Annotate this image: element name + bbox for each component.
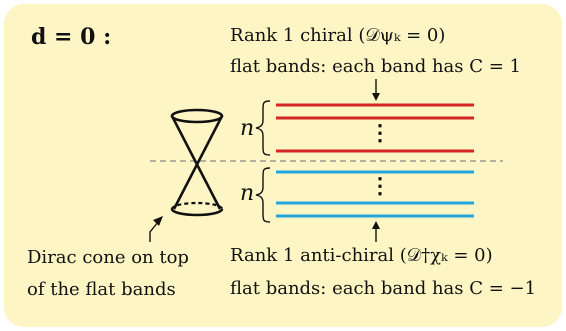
- lower-count-label: n: [240, 181, 255, 206]
- cone-arrow-head: [153, 216, 163, 226]
- dirac-cone-icon: [170, 108, 224, 217]
- cone-arrow: [149, 221, 159, 242]
- bottom-arrow-head: [372, 221, 380, 229]
- upper-ellipsis: ⋮: [369, 120, 391, 146]
- diagram-title: d = 0 :: [31, 24, 112, 50]
- cone-label-line2: of the flat bands: [27, 279, 176, 300]
- upper-brace: [255, 100, 271, 156]
- upper-count-label: n: [240, 116, 255, 141]
- lower-ellipsis: ⋮: [369, 173, 391, 199]
- top-label-line1: Rank 1 chiral (𝒟ψₖ = 0): [230, 25, 446, 46]
- diagram-panel: [4, 4, 562, 327]
- top-label-line2: flat bands: each band has C = 1: [230, 56, 521, 77]
- bottom-label-line1: Rank 1 anti-chiral (𝒟†χₖ = 0): [230, 245, 493, 266]
- top-arrow-head: [372, 93, 380, 101]
- cone-label-line1: Dirac cone on top: [27, 247, 189, 268]
- lower-brace: [255, 167, 271, 223]
- bottom-label-line2: flat bands: each band has C = −1: [230, 278, 537, 299]
